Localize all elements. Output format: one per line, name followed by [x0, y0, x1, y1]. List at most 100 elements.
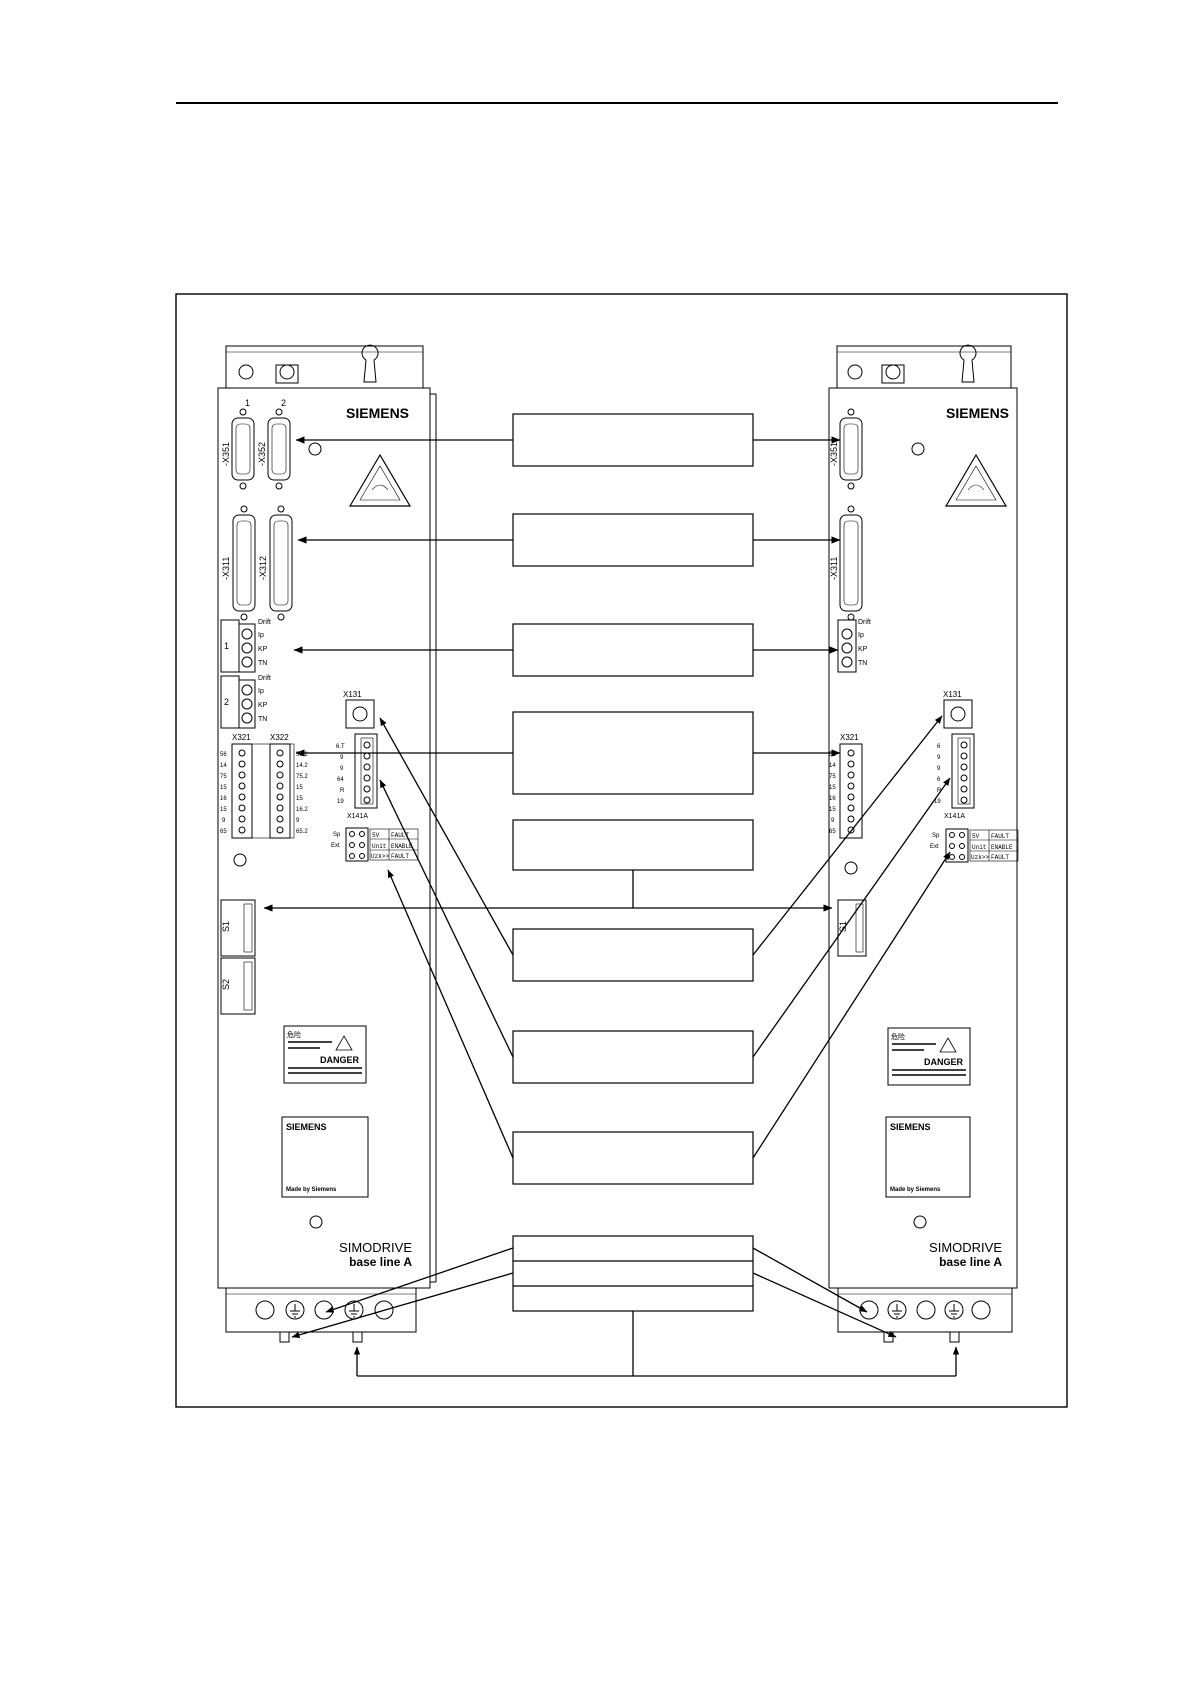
left-s2-label: S2: [221, 979, 231, 990]
screw-icon: [911, 442, 925, 456]
callout-box-5: [512, 819, 754, 871]
left-x321-pin: 14: [220, 763, 227, 769]
left-trim-ip-2: Ip: [258, 688, 264, 695]
right-plate-brand: SIEMENS: [890, 1122, 931, 1132]
ground-terminal-icon: [887, 1300, 907, 1320]
right-led-sp: Sp: [932, 833, 940, 839]
right-s1-label: S1: [838, 921, 848, 932]
mount-hole-icon: [238, 364, 254, 380]
right-module-labels: SIEMENS -X351 -X311 Drift Ip KP TN X131 …: [829, 405, 1013, 1269]
right-x141a-pin: 19: [934, 799, 941, 805]
left-x322-pin: 14.2: [296, 763, 308, 769]
right-x141a-pin: 9: [937, 755, 941, 761]
keyhole-icon: [959, 344, 977, 383]
left-x321-label: X321: [232, 733, 251, 742]
right-x321-pin: 75: [829, 774, 836, 780]
left-trim-group-1: 1: [224, 641, 229, 651]
left-trim-tn-2: TN: [258, 716, 267, 723]
left-x321-pin: 75: [220, 774, 227, 780]
left-x322-pin: 65.2: [296, 829, 308, 835]
left-port-x351-label: -X351: [221, 442, 231, 466]
screw-icon: [309, 1215, 323, 1229]
screw-icon: [308, 442, 322, 456]
left-trim-drift-2: Drift: [258, 675, 271, 682]
left-led-uzk: Uzk>>: [371, 853, 389, 860]
right-x321-label: X321: [840, 733, 859, 742]
right-led-unit: Unit: [972, 844, 986, 851]
right-led-fault-2: FAULT: [991, 854, 1009, 861]
left-x141a-pin: 64: [337, 777, 344, 783]
left-port-x312-label: -X312: [258, 556, 268, 580]
left-x131-label: X131: [343, 690, 362, 699]
left-module: [217, 344, 437, 1343]
callout-box-1: [512, 413, 754, 467]
left-port-x352-label: -X352: [257, 442, 267, 466]
left-port-x311-label: -X311: [221, 557, 231, 580]
right-x141a-pin: 6: [937, 744, 941, 750]
callout-box-3: [512, 623, 754, 677]
right-led-fault-1: FAULT: [991, 833, 1009, 840]
left-x321-pin: 16: [220, 796, 227, 802]
left-port-x352-number: 2: [281, 398, 286, 408]
left-module-labels: SIEMENS 1 2 -X351 -X352 -X311 -X312 1 2 …: [220, 398, 413, 1269]
hot-surface-warning-icon: [944, 453, 1008, 507]
screw-icon: [844, 861, 858, 875]
keyhole-icon: [361, 344, 379, 383]
left-trim-group-2: 2: [224, 697, 229, 707]
left-x141a-pin: 19: [337, 799, 344, 805]
callout-box-7: [512, 1030, 754, 1084]
callout-box-9: [512, 1235, 754, 1312]
left-trim-kp-2: KP: [258, 702, 268, 709]
right-product-sub: base line A: [939, 1255, 1002, 1269]
right-led-5v: 5V: [972, 833, 980, 840]
left-led-fault-1: FAULT: [391, 832, 409, 839]
left-x141a-label: X141A: [347, 813, 368, 820]
screw-icon: [233, 853, 247, 867]
right-x321-pin: 15: [829, 807, 836, 813]
right-x321-pin: 65: [829, 829, 836, 835]
mount-hole-icon: [885, 364, 901, 380]
terminal-screw-icon: [971, 1300, 991, 1320]
left-led-sp: Sp: [333, 832, 341, 838]
right-x321-pin: 14: [829, 763, 836, 769]
right-x141a-pin: R: [937, 788, 942, 794]
left-led-unit: Unit: [372, 843, 386, 850]
left-plate-made-by: Made by Siemens: [286, 1187, 337, 1193]
right-trim-ip: Ip: [858, 632, 864, 639]
left-brand-logo: SIEMENS: [346, 405, 409, 421]
right-port-x351-label: -X351: [829, 442, 839, 466]
callout-box-6: [512, 928, 754, 982]
right-module: [828, 344, 1019, 1343]
right-x321-pin: 9: [831, 818, 835, 824]
figure-frame: [175, 293, 1068, 1408]
right-trim-kp: KP: [858, 646, 868, 653]
right-x131-label: X131: [943, 690, 962, 699]
right-brand-logo: SIEMENS: [946, 405, 1009, 421]
right-x141a-pin: 9: [937, 766, 941, 772]
screw-icon: [913, 1215, 927, 1229]
right-warning-cn: 危险: [891, 1032, 905, 1041]
left-led-fault-2: FAULT: [391, 853, 409, 860]
left-x322-pin: 16.2: [296, 807, 308, 813]
right-x321-pin: 15: [829, 785, 836, 791]
hot-surface-warning-icon: [348, 453, 412, 507]
right-trim-tn: TN: [858, 660, 867, 667]
left-x322-pin: 15: [296, 796, 303, 802]
terminal-screw-icon: [374, 1300, 394, 1320]
right-x141a-pin: 6: [937, 777, 941, 783]
left-s1-label: S1: [221, 921, 231, 932]
left-trim-kp-1: KP: [258, 646, 268, 653]
left-x322-pin: 15: [296, 785, 303, 791]
leader-arrows: [263, 436, 960, 1377]
left-x321-pin: 9: [222, 818, 226, 824]
right-port-x311-label: -X311: [829, 557, 839, 580]
terminal-screw-icon: [255, 1300, 275, 1320]
right-led-enable: ENABLE: [991, 844, 1013, 851]
left-trim-drift-1: Drift: [258, 619, 271, 626]
left-led-enable: ENABLE: [391, 843, 413, 850]
left-led-ext: Ext: [331, 843, 340, 849]
ground-terminal-icon: [285, 1300, 305, 1320]
left-trim-ip-1: Ip: [258, 632, 264, 639]
left-x321-pin: 15: [220, 785, 227, 791]
right-led-uzk: Uzk>>: [971, 854, 989, 861]
